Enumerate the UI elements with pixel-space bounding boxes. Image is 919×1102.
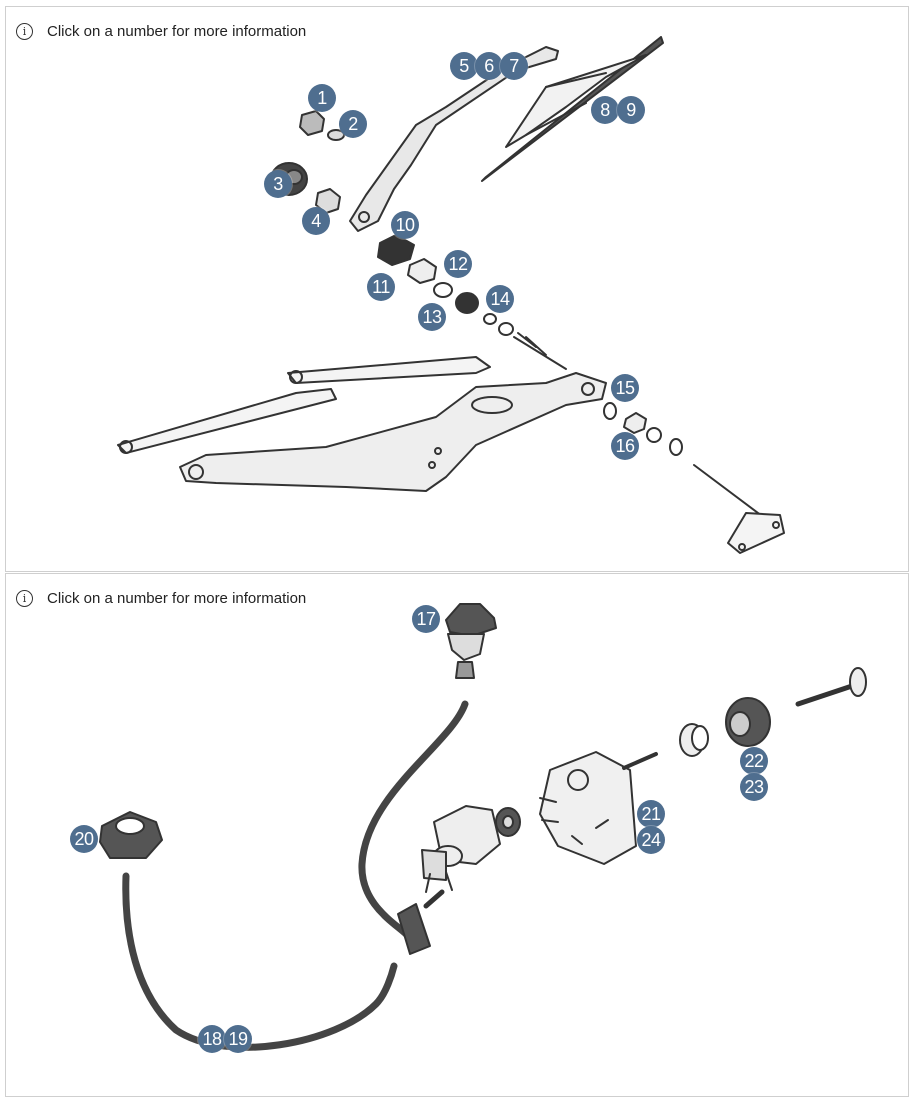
part-marker-17[interactable]: 17 <box>412 605 440 633</box>
info-hint-text: Click on a number for more information <box>47 589 307 607</box>
part-marker-10[interactable]: 10 <box>391 211 419 239</box>
diagram-panel-washer-system: i Click on a number for more information <box>5 573 909 1097</box>
part-marker-5[interactable]: 5 <box>450 52 478 80</box>
part-marker-13[interactable]: 13 <box>418 303 446 331</box>
info-hint: i Click on a number for more information <box>16 588 306 608</box>
part-marker-22[interactable]: 22 <box>740 747 768 775</box>
part-marker-9[interactable]: 9 <box>617 96 645 124</box>
diagram-panel-wiper-linkage: i Click on a number for more information <box>5 6 909 572</box>
info-icon: i <box>16 589 33 607</box>
part-marker-16[interactable]: 16 <box>611 432 639 460</box>
part-marker-7[interactable]: 7 <box>500 52 528 80</box>
part-marker-3[interactable]: 3 <box>264 170 292 198</box>
part-marker-18[interactable]: 18 <box>198 1025 226 1053</box>
part-marker-11[interactable]: 11 <box>367 273 395 301</box>
part-marker-2[interactable]: 2 <box>339 110 367 138</box>
part-marker-12[interactable]: 12 <box>444 250 472 278</box>
part-marker-1[interactable]: 1 <box>308 84 336 112</box>
part-marker-21[interactable]: 21 <box>637 800 665 828</box>
info-hint: i Click on a number for more information <box>16 21 306 41</box>
part-marker-23[interactable]: 23 <box>740 773 768 801</box>
part-marker-20[interactable]: 20 <box>70 825 98 853</box>
part-marker-14[interactable]: 14 <box>486 285 514 313</box>
washer-system-illustration <box>99 603 867 1051</box>
part-marker-4[interactable]: 4 <box>302 207 330 235</box>
part-marker-6[interactable]: 6 <box>475 52 503 80</box>
part-marker-15[interactable]: 15 <box>611 374 639 402</box>
part-marker-19[interactable]: 19 <box>224 1025 252 1053</box>
part-marker-8[interactable]: 8 <box>591 96 619 124</box>
wiper-linkage-illustration <box>117 36 785 554</box>
part-marker-24[interactable]: 24 <box>637 826 665 854</box>
info-hint-text: Click on a number for more information <box>47 22 307 40</box>
info-icon: i <box>16 22 33 40</box>
